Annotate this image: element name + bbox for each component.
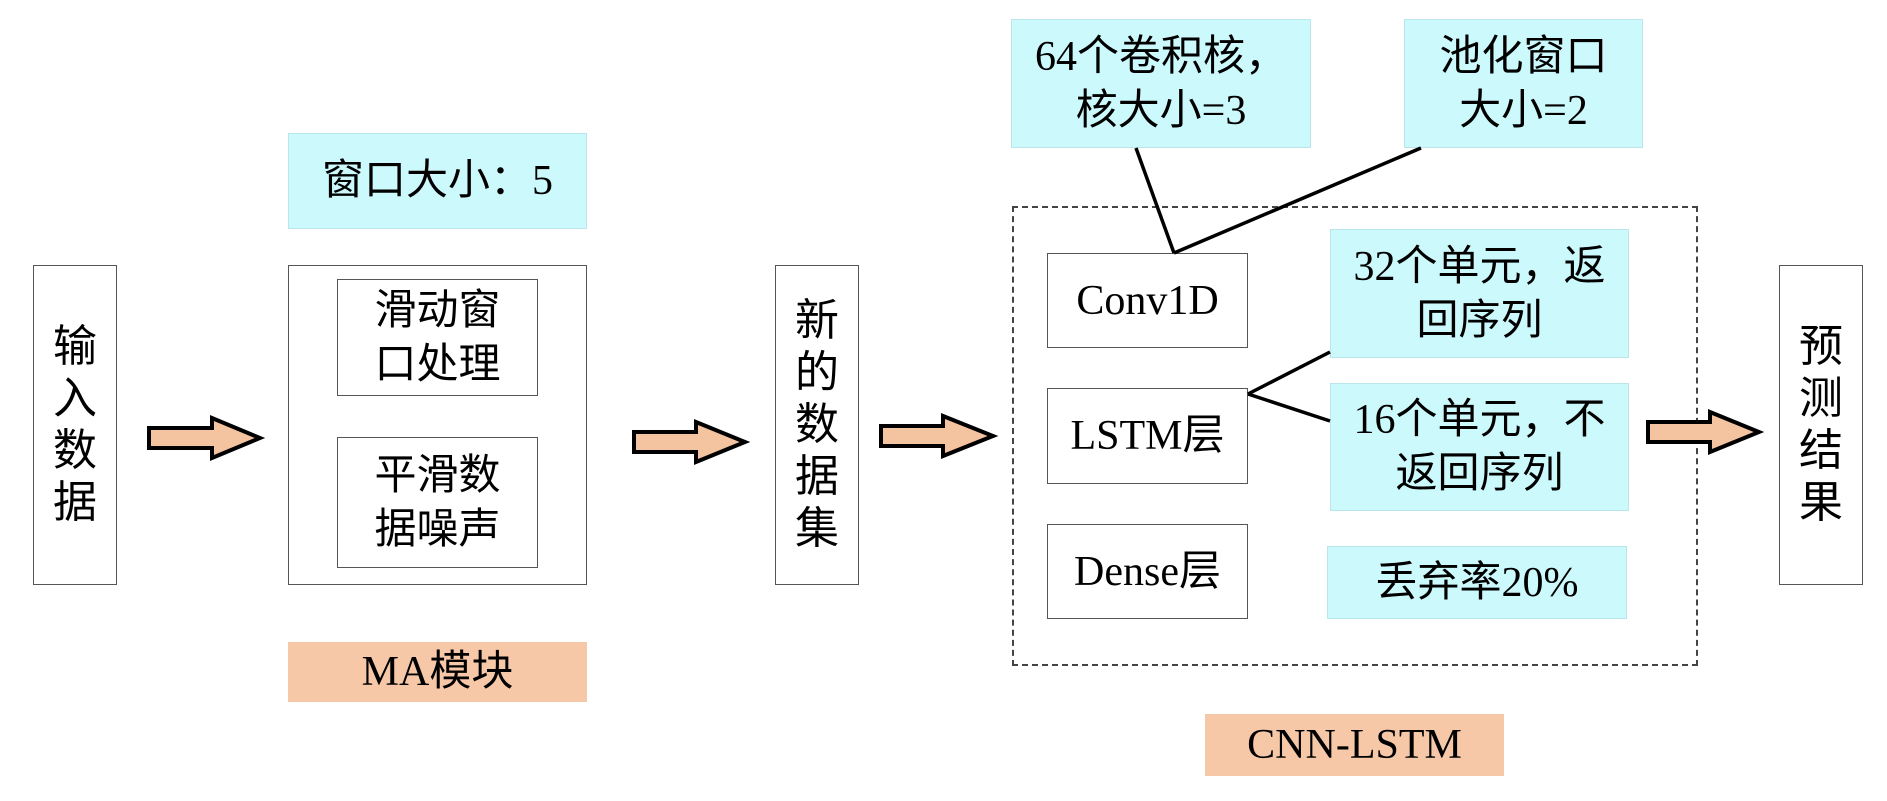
result-char: 预 [1799, 322, 1843, 371]
input-char: 数 [53, 426, 97, 475]
conv1d-label: Conv1D [1076, 277, 1219, 324]
conv-params-annotation: 64个卷积核， 核大小=3 [1011, 19, 1311, 148]
ma-module-text: MA模块 [361, 649, 514, 695]
dense-layer: Dense层 [1047, 524, 1248, 619]
lstm-label: LSTM层 [1070, 413, 1225, 459]
arrow-right-icon [147, 415, 266, 461]
conv-params-line1: 64个卷积核， [1034, 33, 1287, 80]
prediction-result-node: 预 测 结 果 [1779, 265, 1863, 585]
smooth-noise-line2: 据噪声 [374, 506, 501, 553]
lstm-layer: LSTM层 [1047, 388, 1248, 484]
input-char: 入 [53, 374, 97, 423]
dropout-label: 丢弃率20% [1375, 559, 1579, 606]
sliding-window-line2: 口处理 [374, 341, 501, 388]
input-char: 据 [53, 478, 97, 527]
pool-params-line2: 大小=2 [1459, 87, 1588, 134]
conv-params-line2: 核大小=3 [1075, 87, 1247, 134]
lstm-16-line2: 返回序列 [1395, 451, 1564, 497]
pool-params-annotation: 池化窗口 大小=2 [1404, 19, 1643, 148]
dropout-annotation: 丢弃率20% [1327, 546, 1627, 619]
lstm-32-line1: 32个单元，返 [1353, 243, 1606, 290]
input-char: 输 [53, 322, 97, 371]
new-dataset-char: 数 [795, 400, 839, 449]
sliding-window-line1: 滑动窗 [374, 287, 501, 334]
sliding-window-node: 滑动窗 口处理 [337, 279, 538, 396]
smooth-noise-node: 平滑数 据噪声 [337, 437, 538, 568]
arrow-right-icon [879, 413, 999, 459]
new-dataset-node: 新 的 数 据 集 [775, 265, 859, 585]
new-dataset-char: 的 [795, 348, 839, 397]
new-dataset-char: 集 [795, 504, 839, 553]
new-dataset-char: 据 [795, 452, 839, 501]
result-char: 果 [1799, 478, 1843, 527]
lstm-16-annotation: 16个单元，不 返回序列 [1330, 383, 1629, 511]
lstm-32-annotation: 32个单元，返 回序列 [1330, 229, 1629, 358]
window-size-annotation: 窗口大小：5 [288, 133, 587, 229]
new-dataset-char: 新 [795, 296, 839, 345]
pool-params-line1: 池化窗口 [1439, 33, 1608, 80]
result-char: 测 [1799, 374, 1843, 423]
window-size-label: 窗口大小：5 [321, 158, 553, 204]
lstm-16-line1: 16个单元，不 [1353, 397, 1606, 443]
input-data-node: 输 入 数 据 [33, 265, 117, 585]
ma-module-label: MA模块 [288, 642, 587, 702]
conv1d-layer: Conv1D [1047, 253, 1248, 348]
lstm-32-line2: 回序列 [1416, 297, 1543, 344]
dense-label: Dense层 [1074, 548, 1221, 595]
result-char: 结 [1799, 426, 1843, 475]
cnn-lstm-label: CNN-LSTM [1205, 714, 1504, 776]
arrow-right-icon [632, 419, 751, 465]
cnn-lstm-text: CNN-LSTM [1247, 722, 1462, 768]
smooth-noise-line1: 平滑数 [374, 452, 501, 499]
